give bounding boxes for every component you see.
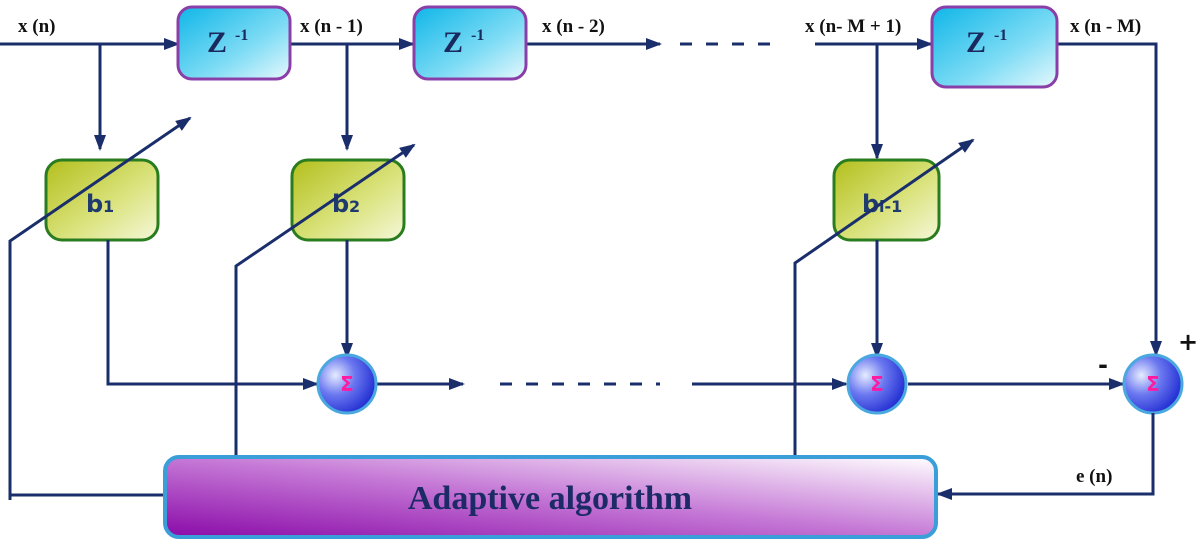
coef-1-to-sum — [106, 240, 319, 390]
adaptive-algorithm-label: Adaptive algorithm — [408, 480, 692, 517]
delay-1-base: Z — [207, 26, 227, 59]
signal-e-n: e (n) — [1076, 466, 1112, 487]
coef-1-sub: 1 — [103, 197, 114, 216]
summer-1: Σ — [316, 353, 378, 415]
sigma-icon: Σ — [1146, 372, 1160, 396]
adaptive-algorithm-block: Adaptive algorithm — [163, 455, 938, 539]
delay-3-exp: -1 — [994, 27, 1007, 44]
minus-sign: - — [1098, 351, 1108, 379]
desired-path-arrow — [1057, 42, 1162, 357]
signal-x-n: x (n) — [18, 16, 55, 37]
delay-block-1: Z -1 — [176, 5, 292, 81]
delay-block-3: Z -1 — [930, 5, 1059, 89]
coef-block-2: b 2 — [290, 158, 406, 242]
error-feedback-arrow — [936, 413, 1155, 500]
coef-2-sub: 2 — [349, 197, 360, 216]
summer-error: Σ — [1122, 353, 1184, 415]
coef-3-sub: l-1 — [879, 197, 902, 216]
summer-2: Σ — [846, 353, 908, 415]
signal-x-nM1: x (n- M + 1) — [805, 16, 901, 37]
plus-sign: + — [1178, 328, 1198, 356]
signal-x-nM: x (n - M) — [1070, 16, 1141, 37]
adjust-arrow-3 — [793, 138, 975, 460]
delay-1-exp: -1 — [235, 27, 248, 44]
sigma-icon: Σ — [340, 372, 354, 396]
signal-x-n2: x (n - 2) — [542, 16, 605, 37]
delay-2-exp: -1 — [471, 27, 484, 44]
coef-3-base: b — [862, 190, 879, 218]
delay-2-base: Z — [443, 26, 463, 59]
coef-1-base: b — [86, 190, 103, 218]
delay-line — [0, 38, 1162, 357]
delay-3-base: Z — [966, 26, 986, 59]
coef-block-1: b 1 — [44, 158, 160, 242]
sigma-icon: Σ — [870, 372, 884, 396]
adjust-arrow-1 — [8, 116, 192, 500]
signal-x-n1: x (n - 1) — [300, 16, 363, 37]
adjust-arrow-2 — [234, 143, 416, 460]
delay-block-2: Z -1 — [412, 5, 528, 81]
